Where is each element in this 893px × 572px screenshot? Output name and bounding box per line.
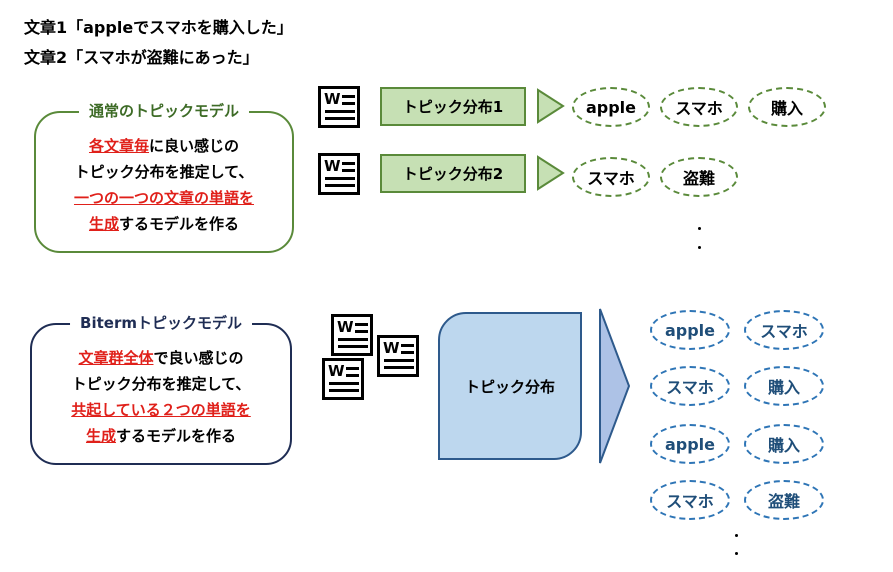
word-bubble: スマホ	[660, 87, 738, 127]
normal-model-line-1: 各文章毎に良い感じの	[36, 133, 292, 159]
normal-topic-model-title: 通常のトピックモデル	[78, 100, 250, 121]
biterm-model-highlight-1: 文章群全体	[78, 349, 154, 367]
biterm-model-highlight-3: 共起している２つの単語を	[71, 401, 251, 419]
normal-model-highlight-3: 一つの一つの文章の単語を	[73, 189, 254, 207]
topic-distribution-2-box: トピック分布2	[380, 154, 526, 193]
biterm-word-bubble: 購入	[744, 366, 824, 406]
biterm-model-line-2: トピック分布を推定して、	[71, 375, 251, 393]
doc-icon-letter: W	[383, 339, 400, 357]
normal-model-line-3: 一つの一つの文章の単語を	[36, 185, 292, 211]
biterm-model-text-4: するモデルを作る	[116, 427, 237, 445]
biterm-word-bubble: 盗難	[744, 480, 824, 520]
biterm-word-bubble: スマホ	[650, 480, 730, 520]
normal-model-highlight-1: 各文章毎	[88, 137, 149, 155]
triangle-arrow-icon	[599, 308, 631, 464]
biterm-topic-model-box: Bitermトピックモデル 文章群全体で良い感じの トピック分布を推定して、 共…	[30, 312, 292, 465]
normal-topic-model-box: 通常のトピックモデル 各文章毎に良い感じの トピック分布を推定して、 一つの一つ…	[34, 100, 294, 253]
word-bubble: apple	[572, 87, 650, 127]
word-bubble: スマホ	[572, 157, 650, 197]
biterm-word-bubble: 購入	[744, 424, 824, 464]
doc-icon-letter: W	[337, 318, 354, 336]
normal-model-line-2: トピック分布を推定して、	[74, 163, 254, 181]
biterm-word-bubble: スマホ	[650, 366, 730, 406]
word-bubble: 盗難	[660, 157, 738, 197]
word-document-icon: W	[318, 86, 360, 128]
biterm-model-text-1: で良い感じの	[153, 349, 244, 367]
biterm-word-bubble: apple	[650, 310, 730, 350]
topic-distribution-1-box: トピック分布1	[380, 87, 526, 126]
biterm-topic-model-title: Bitermトピックモデル	[70, 312, 252, 333]
document-1-text: 文章1「appleでスマホを購入した」	[24, 18, 293, 37]
word-bubble: 購入	[748, 87, 826, 127]
continuation-dot	[735, 534, 738, 537]
normal-model-highlight-4: 生成	[88, 215, 119, 233]
normal-model-text-1: に良い感じの	[149, 137, 240, 155]
document-2-text: 文章2「スマホが盗難にあった」	[24, 48, 259, 67]
normal-model-line-4: 生成するモデルを作る	[36, 211, 292, 237]
triangle-arrow-icon	[537, 88, 565, 124]
doc-icon-letter: W	[324, 157, 341, 175]
word-document-icon: W	[318, 153, 360, 195]
continuation-dot	[698, 246, 701, 249]
biterm-model-line-1: 文章群全体で良い感じの	[32, 345, 290, 371]
doc-icon-letter: W	[328, 362, 345, 380]
normal-model-text-4: するモデルを作る	[119, 215, 240, 233]
biterm-word-bubble: apple	[650, 424, 730, 464]
word-document-icon: W	[331, 314, 373, 356]
continuation-dot	[698, 227, 701, 230]
biterm-model-line-3: 共起している２つの単語を	[32, 397, 290, 423]
word-document-icon: W	[377, 335, 419, 377]
word-document-icon: W	[322, 358, 364, 400]
doc-icon-letter: W	[324, 90, 341, 108]
triangle-arrow-icon	[537, 155, 565, 191]
biterm-model-line-4: 生成するモデルを作る	[32, 423, 290, 449]
shared-topic-distribution-box: トピック分布	[438, 312, 582, 460]
biterm-model-highlight-4: 生成	[85, 427, 116, 445]
continuation-dot	[735, 552, 738, 555]
biterm-word-bubble: スマホ	[744, 310, 824, 350]
